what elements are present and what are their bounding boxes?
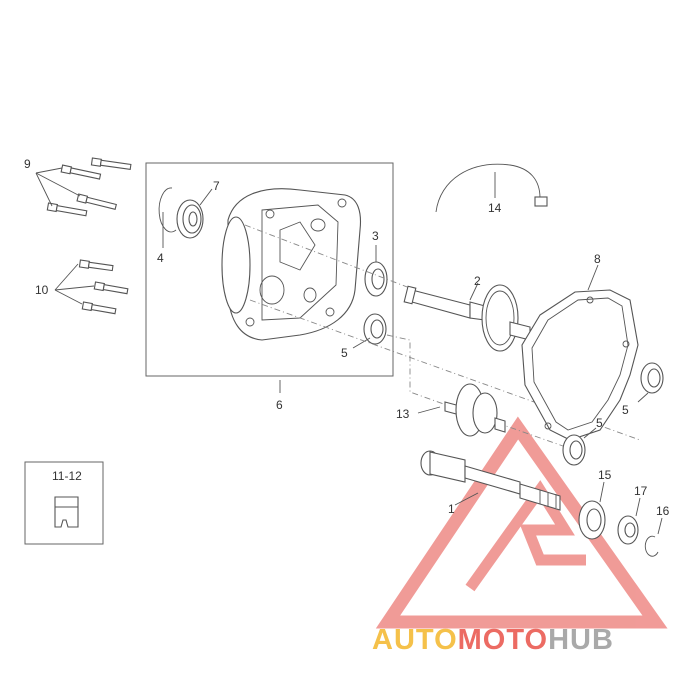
gearbox-housing-6[interactable]	[221, 188, 362, 393]
watermark-moto: MOTO	[458, 624, 548, 656]
watermark-text: AUTOMOTOHUB	[372, 624, 614, 656]
bearing-5-right[interactable]	[637, 362, 664, 403]
axis-line-upper	[244, 224, 416, 291]
callout-13: 13	[396, 407, 410, 421]
main-shaft-2[interactable]	[403, 282, 531, 352]
inset-box-11-12[interactable]	[24, 461, 104, 545]
callout-17: 17	[634, 484, 648, 498]
callout-8: 8	[594, 252, 601, 266]
axis-line-middle	[249, 299, 641, 441]
gasket-8[interactable]	[521, 264, 639, 441]
circlip-16[interactable]	[644, 517, 663, 557]
bearing-7[interactable]	[176, 188, 213, 239]
callout-9: 9	[24, 157, 31, 171]
callout-10: 10	[35, 283, 49, 297]
bearing-15[interactable]	[578, 481, 606, 540]
callout-15: 15	[598, 468, 612, 482]
callout-6: 6	[276, 398, 283, 412]
watermark-auto: AUTO	[372, 624, 458, 656]
circlip-4[interactable]	[158, 187, 177, 248]
housing-group-box	[145, 162, 394, 377]
bearing-5-housing[interactable]	[352, 313, 387, 349]
callout-1: 1	[448, 502, 455, 516]
callout-5-lower: 5	[596, 416, 603, 430]
callout-2: 2	[474, 274, 481, 288]
bolts-10[interactable]	[54, 259, 129, 315]
wiring-harness-14[interactable]	[435, 163, 548, 213]
callout-11-12: 11-12	[52, 469, 82, 483]
callout-5-right: 5	[622, 403, 629, 417]
watermark-hub: HUB	[548, 624, 614, 656]
callout-5-housing: 5	[341, 346, 348, 360]
callout-3: 3	[372, 229, 379, 243]
bearing-5-lower[interactable]	[562, 427, 597, 466]
bolts-9[interactable]	[35, 157, 132, 217]
output-shaft-1[interactable]	[420, 450, 561, 511]
callout-7: 7	[213, 179, 220, 193]
seal-17[interactable]	[617, 497, 641, 545]
axis-line-lower	[386, 334, 581, 453]
intermediate-gear-13[interactable]	[417, 383, 506, 437]
seal-3[interactable]	[364, 245, 388, 297]
callout-4: 4	[157, 251, 164, 265]
callout-16: 16	[656, 504, 670, 518]
callout-14: 14	[488, 201, 502, 215]
